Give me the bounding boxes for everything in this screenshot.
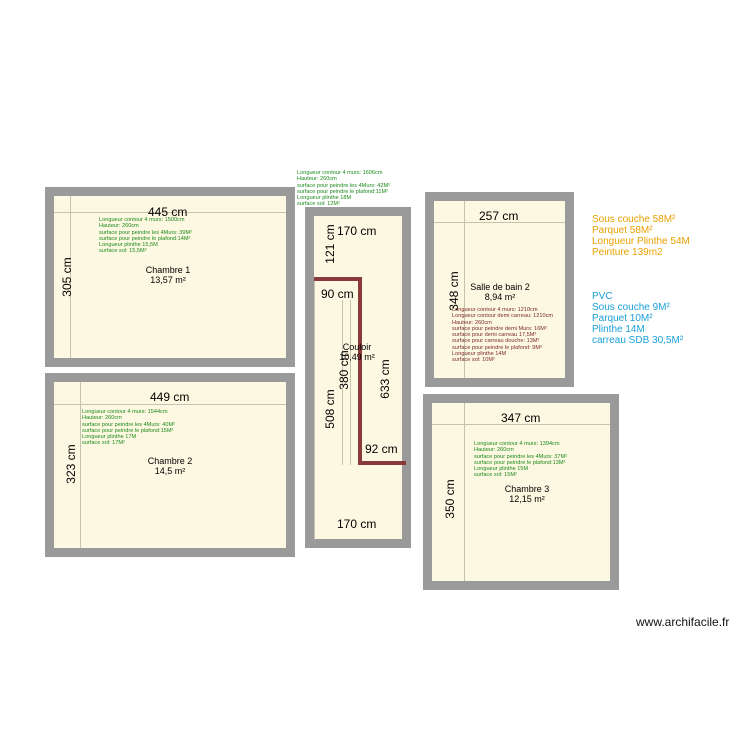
dimension-line [54,404,286,405]
dimension-line [464,403,465,581]
dimension-line [314,280,315,540]
partition-wall-bottom [358,461,406,465]
chambre-3-height-label: 350 cm [443,479,457,519]
partition-wall-vertical [358,277,362,465]
chambre-1-height-label: 305 cm [60,257,74,297]
couloir-inner-left-label: 90 cm [321,287,354,301]
room-salle-de-bain-2[interactable] [425,192,574,387]
couloir-upper-label: 121 cm [323,224,337,264]
dimension-line [342,300,343,465]
dimension-line [434,222,565,223]
chambre-2-width-label: 449 cm [150,390,190,404]
room-chambre-1[interactable] [45,187,295,367]
sdb-width-label: 257 cm [479,209,519,223]
dimension-line [432,424,610,425]
chambre-1-width-label: 445 cm [148,205,188,219]
chambre-2-height-label: 323 cm [64,444,78,484]
dimension-line [54,212,286,213]
watermark: www.archifacile.fr [636,615,730,629]
couloir-right-label: 633 cm [378,359,392,399]
couloir-bottom-label: 170 cm [337,517,377,531]
dimension-line [70,196,71,358]
couloir-left-label: 508 cm [323,389,337,429]
chambre-3-width-label: 347 cm [501,411,541,425]
room-chambre-3[interactable] [423,394,619,590]
room-chambre-2[interactable] [45,373,295,557]
dimension-line [80,382,81,548]
couloir-top-label: 170 cm [337,224,377,238]
couloir-inner-right-label: 92 cm [365,442,398,456]
dimension-line [350,300,351,465]
partition-wall-top [314,277,362,281]
dimension-line [464,201,465,378]
